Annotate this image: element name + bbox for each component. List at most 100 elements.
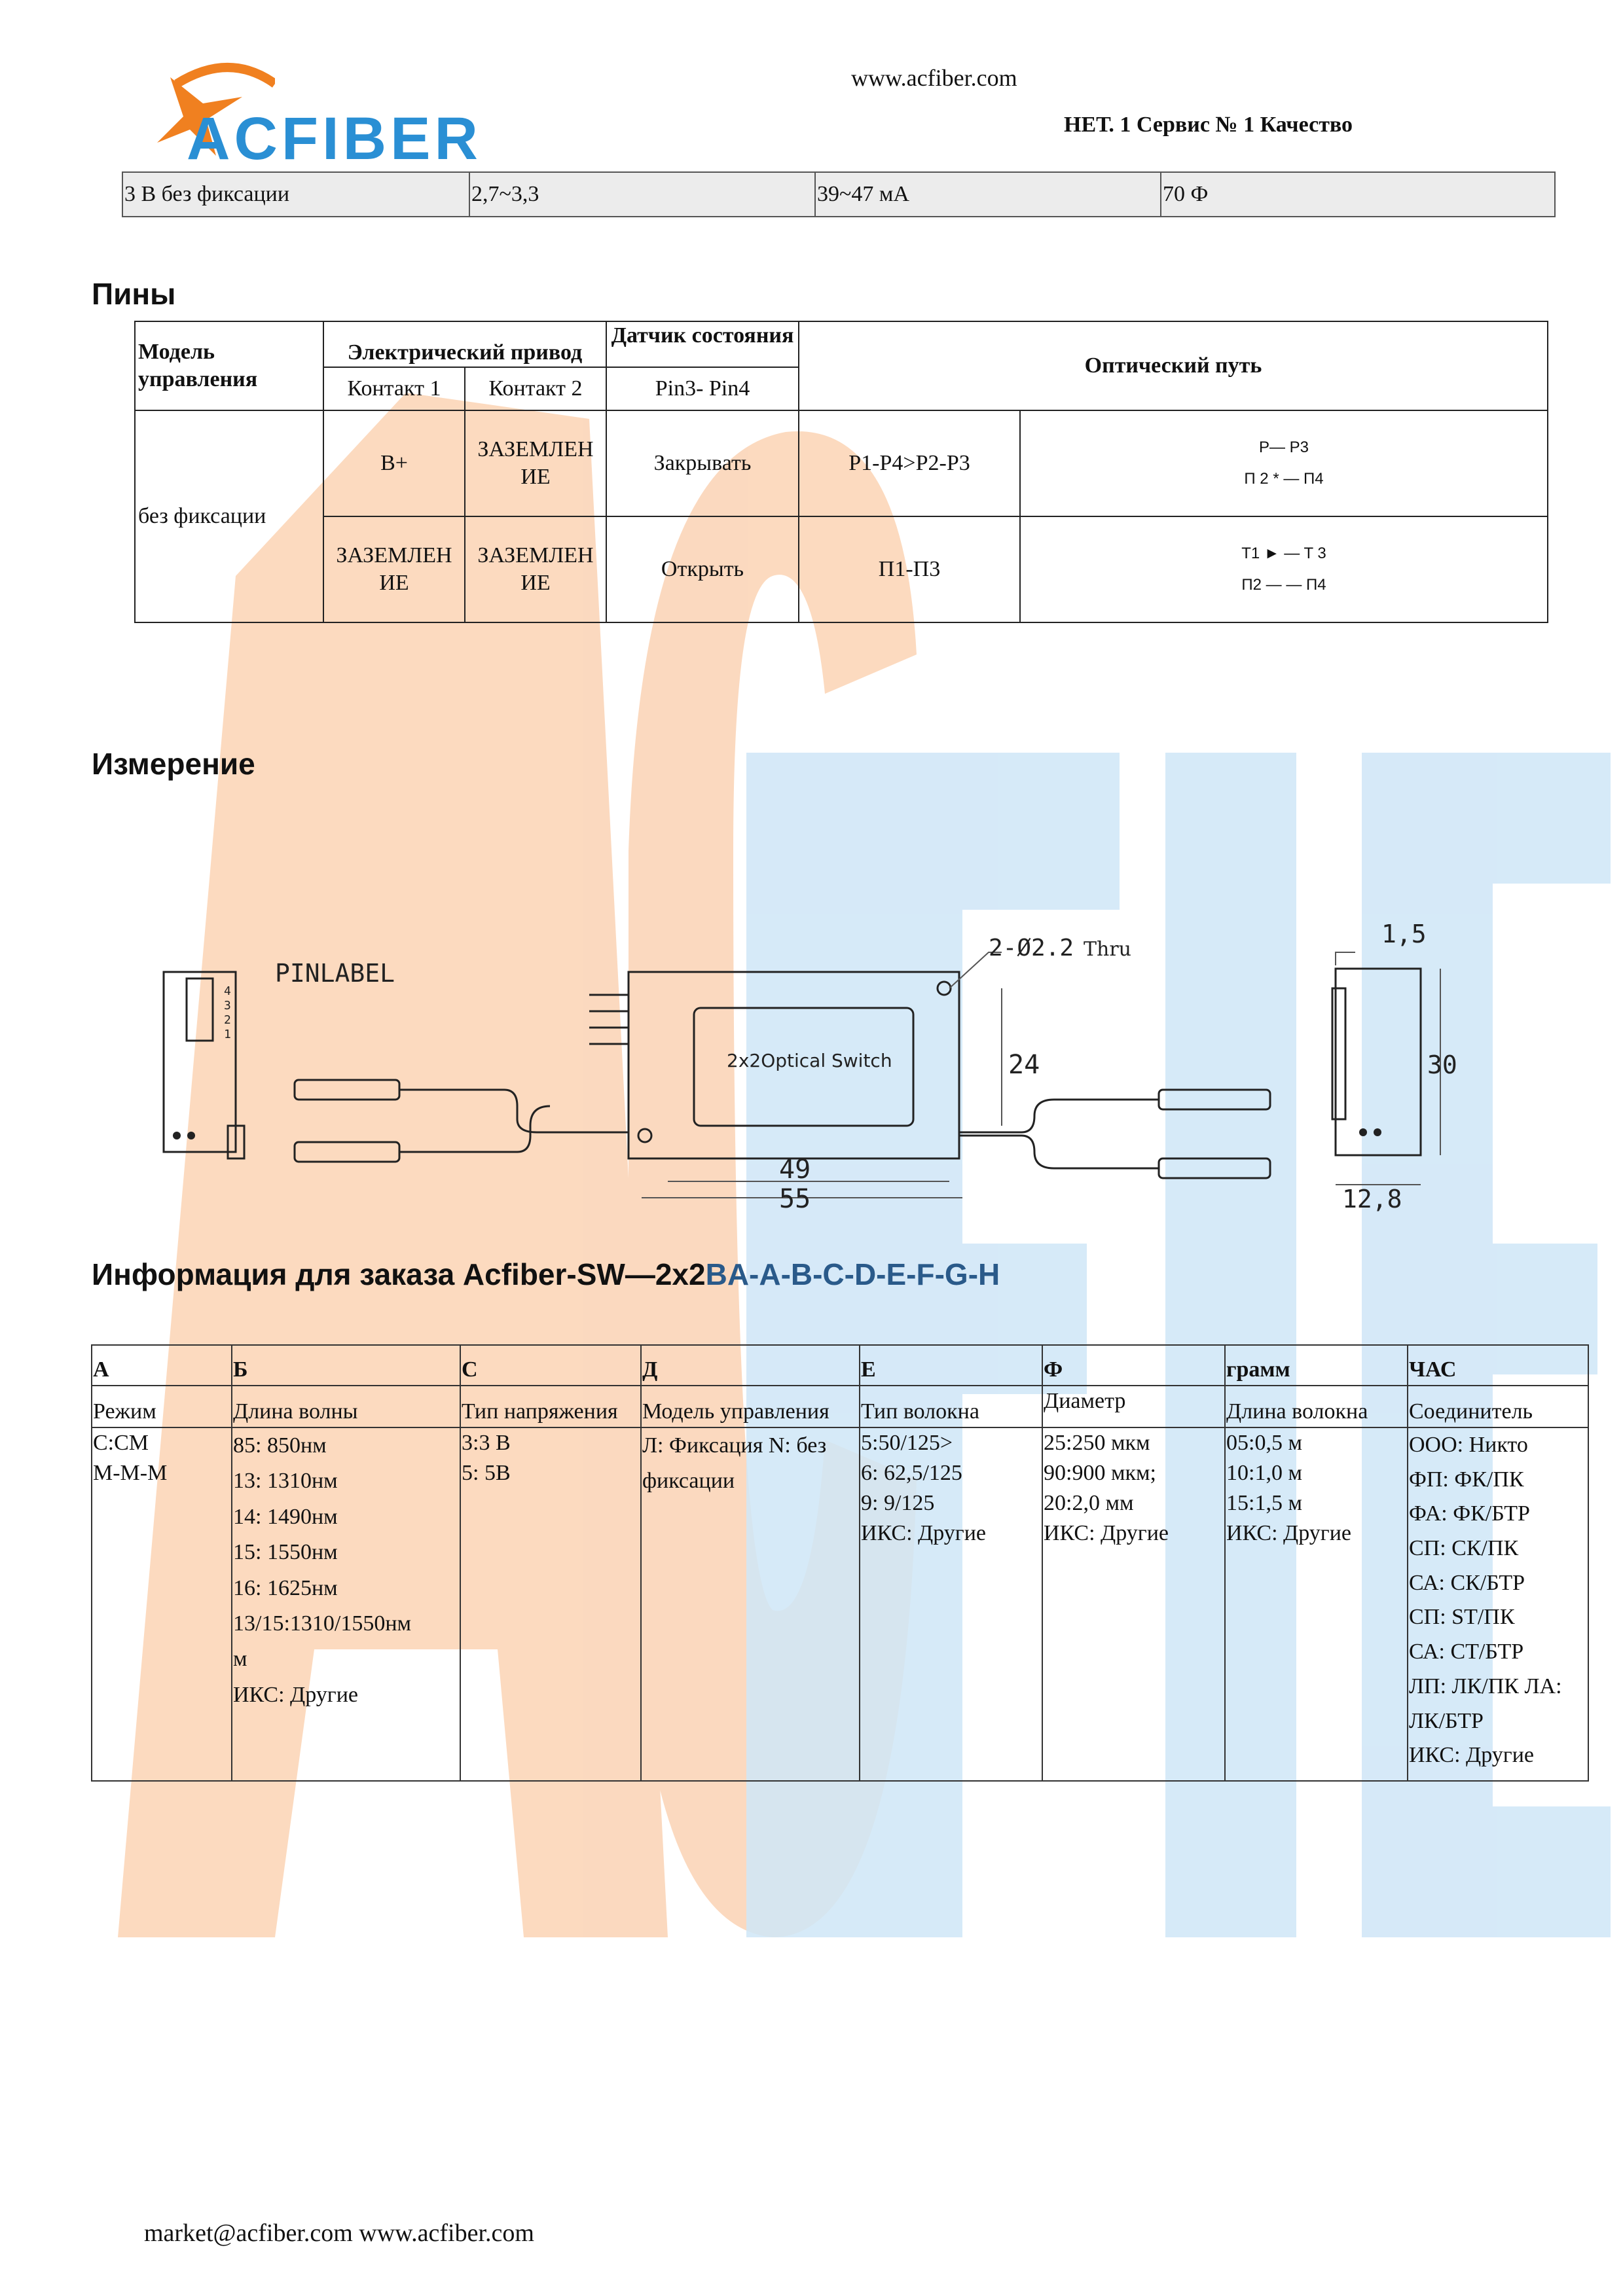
path-cell: П1-П3 <box>798 516 1021 623</box>
side-view-outline <box>1334 967 1422 1157</box>
option: 6: 62,5/125 <box>861 1460 962 1485</box>
order-header: Д <box>640 1344 860 1386</box>
header-model: Модель управления <box>134 321 324 411</box>
path-diagram-line: П2 — — П4 <box>1241 576 1326 594</box>
path-diagram: T1 ► — T 3 П2 — — П4 <box>1019 516 1548 623</box>
order-title: Информация для заказа Acfiber-SW—2x2BA-A… <box>92 1257 1000 1292</box>
order-subheader: Длина волны <box>231 1385 461 1428</box>
option: 5:50/125> <box>861 1431 953 1455</box>
pin-number: 2 <box>224 1013 231 1027</box>
dimension-drawing: PINLABEL 4 3 2 1 2-Ø2.2 Thru 2x2Optical … <box>162 920 1457 1214</box>
table-cell: 39~47 мА <box>814 171 1161 217</box>
order-title-size: 2x2 <box>655 1257 706 1291</box>
hole-label: 2-Ø2.2 <box>989 935 1074 961</box>
table-row: Контакт 1 Контакт 2 Pin3- Pin4 <box>135 367 1548 411</box>
table-cell: 70 Ф <box>1160 171 1556 217</box>
order-col-b: 85: 850нм 13: 1310нм 14: 1490нм 15: 1550… <box>231 1427 461 1782</box>
order-col-f: 25:250 мкм 90:900 мкм; 20:2,0 мм ИКС: Др… <box>1042 1427 1226 1782</box>
header-drive: Электрический привод <box>323 321 607 368</box>
option: ИКС: Другие <box>1409 1743 1534 1768</box>
path-diagram-line: P— P3 <box>1258 439 1309 456</box>
order-title-main: Информация для заказа Acfiber-SW <box>92 1257 625 1291</box>
option: 05:0,5 м <box>1226 1431 1302 1455</box>
header-contact2: Контакт 2 <box>464 367 607 411</box>
option: СА: СТ/БТР <box>1409 1640 1524 1664</box>
order-subheader: Соединитель <box>1407 1385 1589 1428</box>
order-header: Б <box>231 1344 461 1386</box>
option: 15:1,5 м <box>1226 1490 1302 1515</box>
dim-12-8: 12,8 <box>1342 1185 1402 1213</box>
connector-outline <box>162 971 237 1153</box>
contact2-cell: ЗАЗЕМЛЕН ИЕ <box>464 516 607 623</box>
option: ФА: ФК/БТР <box>1409 1501 1530 1526</box>
sensor-cell: Открыть <box>606 516 799 623</box>
option: 14: 1490нм <box>233 1504 338 1529</box>
table-row: C:CM M-M-M 85: 850нм 13: 1310нм 14: 1490… <box>91 1427 1589 1782</box>
header-tagline: НЕТ. 1 Сервис № 1 Качество <box>1064 113 1353 137</box>
order-title-dash: — <box>625 1257 655 1291</box>
pins-title: Пины <box>92 277 176 311</box>
device-label: 2x2Optical Switch <box>727 1050 892 1071</box>
order-subheader: Тип напряжения <box>460 1385 642 1428</box>
measure-title: Измерение <box>92 747 255 781</box>
option: ИКС: Другие <box>1226 1520 1351 1545</box>
order-title-code: BA-A-B-C-D-E-F-G-H <box>705 1257 1000 1291</box>
option: C:CM <box>93 1431 149 1455</box>
option: 9: 9/125 <box>861 1490 935 1515</box>
option: 16: 1625нм <box>233 1575 338 1600</box>
order-header: Ф <box>1042 1344 1226 1386</box>
logo-text: ACFIBER <box>187 105 482 172</box>
table-row: А Б С Д Е Ф грамм ЧАС <box>91 1344 1589 1386</box>
option: 20:2,0 мм <box>1044 1490 1134 1515</box>
option: 13: 1310нм <box>233 1469 338 1494</box>
order-col-c: 3:3 В 5: 5В <box>460 1427 642 1782</box>
option: м <box>233 1647 247 1672</box>
option: Л: Фиксация N: без <box>642 1433 827 1458</box>
option: 3:3 В <box>462 1431 511 1455</box>
header-sensor-text: Датчик состояния <box>611 323 794 348</box>
header-site[interactable]: www.acfiber.com <box>851 65 1017 91</box>
model-cell: без фиксации <box>134 410 324 623</box>
table-row: Режим Длина волны Тип напряжения Модель … <box>91 1385 1589 1428</box>
contact2-cell: ЗАЗЕМЛЕН ИЕ <box>464 410 607 517</box>
table-row: 3 В без фиксации 2,7~3,3 39~47 мА 70 Ф <box>122 171 1556 217</box>
table-row: Модель управления Электрический привод Д… <box>134 321 1548 411</box>
order-header: ЧАС <box>1407 1344 1589 1386</box>
footer-contacts[interactable]: market@acfiber.com www.acfiber.com <box>144 2219 534 2247</box>
order-subheader: Длина волокна <box>1224 1385 1408 1428</box>
order-header: С <box>460 1344 642 1386</box>
option: ФП: ФК/ПК <box>1409 1467 1524 1492</box>
thru-label: Thru <box>1084 938 1131 961</box>
option: 90:900 мкм; <box>1044 1460 1156 1485</box>
order-subheader: Диаметр <box>1042 1385 1226 1428</box>
option: ИКС: Другие <box>1044 1520 1169 1545</box>
header-pins: Pin3- Pin4 <box>606 367 799 411</box>
dim-30: 30 <box>1427 1050 1457 1079</box>
logo-star-icon <box>157 63 275 156</box>
table-cell: 3 В без фиксации <box>122 171 470 217</box>
order-table: А Б С Д Е Ф грамм ЧАС Режим Длина волны … <box>91 1344 1589 1782</box>
contact1-cell: ЗАЗЕМЛЕН ИЕ <box>323 516 465 623</box>
switch-body <box>627 971 960 1160</box>
pins-table: Модель управления Электрический привод Д… <box>134 321 1548 623</box>
option: СА: СК/БТР <box>1409 1570 1525 1595</box>
option: СП: ST/ПК <box>1409 1605 1515 1630</box>
path-diagram-line: П 2 * — П4 <box>1244 470 1324 488</box>
option: фиксации <box>642 1469 735 1494</box>
dim-55: 55 <box>779 1184 811 1214</box>
header-sensor: Датчик состояния <box>606 321 799 368</box>
voltage-row-table: 3 В без фиксации 2,7~3,3 39~47 мА 70 Ф <box>122 171 1556 217</box>
table-row: без фиксации В+ ЗАЗЕМЛЕН ИЕ Закрывать P1… <box>134 410 1548 623</box>
pinlabel-text: PINLABEL <box>275 959 395 988</box>
option: M-M-M <box>93 1460 168 1485</box>
order-subheader: Тип волокна <box>859 1385 1043 1428</box>
order-col-h: ООО: Никто ФП: ФК/ПК ФА: ФК/БТР СП: СК/П… <box>1407 1427 1589 1782</box>
option: 15: 1550нм <box>233 1540 338 1565</box>
option: СП: СК/ПК <box>1409 1536 1519 1561</box>
option: ИКС: Другие <box>233 1682 358 1707</box>
order-header: Е <box>859 1344 1043 1386</box>
option: 85: 850нм <box>233 1433 327 1458</box>
table-row: ЗАЗЕМЛЕН ИЕ ЗАЗЕМЛЕН ИЕ Открыть П1-П3 T1… <box>135 516 1548 623</box>
order-col-g: 05:0,5 м 10:1,0 м 15:1,5 м ИКС: Другие <box>1224 1427 1408 1782</box>
option: 5: 5В <box>462 1460 511 1485</box>
